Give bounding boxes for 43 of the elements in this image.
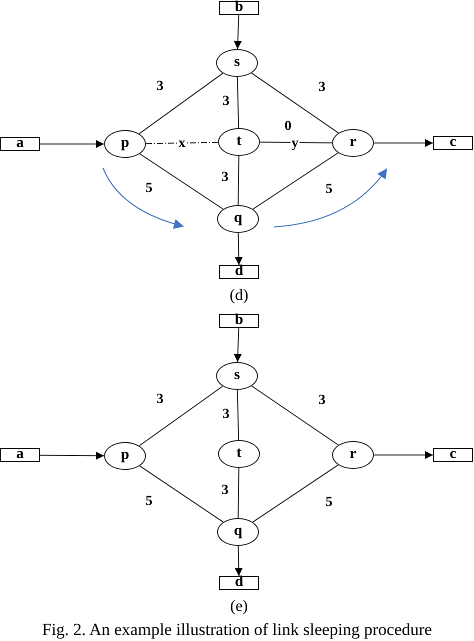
arrow — [40, 140, 104, 148]
link-line — [139, 465, 224, 523]
router-node: p — [104, 130, 146, 158]
link-line — [236, 76, 240, 128]
weight-label: 0 — [284, 120, 292, 134]
traffic-box: b — [219, 1, 259, 15]
router-node: q — [217, 205, 259, 233]
traffic-box: c — [433, 448, 473, 462]
arrow — [234, 546, 243, 576]
link-line — [138, 386, 224, 446]
traffic-box: d — [219, 576, 259, 590]
traffic-box: b — [219, 314, 259, 328]
link-line — [138, 72, 224, 134]
link-line — [146, 142, 218, 144]
link-line — [251, 386, 339, 446]
traffic-box: a — [0, 448, 40, 462]
link-line — [251, 72, 339, 134]
arrow — [234, 328, 242, 362]
router-node: t — [218, 128, 260, 156]
router-node: t — [218, 440, 260, 468]
figure-caption: Fig. 2. An example illustration of link sleeping procedure — [41, 620, 433, 640]
link-line — [260, 142, 332, 144]
router-node: r — [332, 441, 374, 469]
arrow — [40, 452, 104, 460]
traffic-box: a — [0, 137, 40, 151]
arrow — [234, 232, 243, 266]
link-line — [252, 464, 339, 523]
arrow — [234, 14, 242, 50]
router-node: s — [216, 362, 258, 390]
link-line — [252, 152, 339, 210]
link-line — [238, 468, 240, 518]
traffic-box: d — [219, 265, 259, 279]
arrow — [374, 451, 434, 459]
arrow — [374, 139, 434, 147]
router-node: p — [104, 442, 146, 470]
router-node: s — [216, 49, 258, 77]
traffic-box: c — [433, 136, 473, 150]
link-line — [139, 153, 224, 210]
link-line — [236, 390, 240, 440]
panel-label: (d) — [230, 288, 248, 304]
link-line — [238, 156, 240, 206]
router-node: r — [332, 129, 374, 157]
router-node: q — [217, 518, 259, 546]
